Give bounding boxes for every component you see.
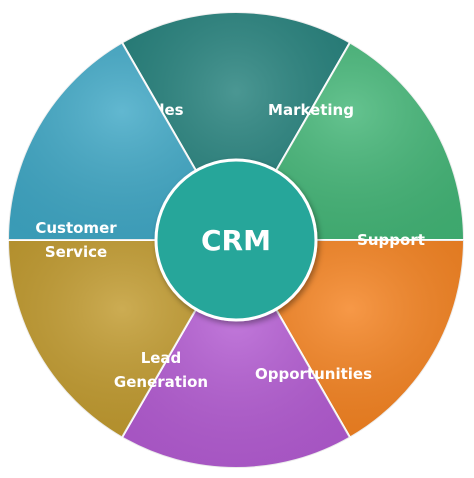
segment-opportunities-label-line: Opportunities [255, 365, 372, 383]
segment-opportunities: Opportunities [120, 237, 372, 469]
segment-lead-generation-label-line: Lead [141, 349, 182, 367]
segment-opportunities-label: Opportunities [255, 365, 372, 383]
segment-customer-service-label-line: Service [45, 243, 107, 261]
segment-support-label-line: Support [357, 231, 425, 249]
segment-marketing-label-line: Marketing [268, 101, 354, 119]
center-hub: CRM [154, 158, 318, 322]
segment-sales-shade [122, 11, 350, 240]
center-label: CRM [201, 224, 271, 257]
segment-opportunities-shade [122, 240, 350, 468]
segment-support-label: Support [357, 231, 425, 249]
center-circle [154, 158, 318, 322]
segment-customer-service-label-line: Customer [35, 219, 117, 237]
segment-lead-generation-label-line: Generation [114, 373, 208, 391]
segment-marketing-label: Marketing [268, 101, 354, 119]
